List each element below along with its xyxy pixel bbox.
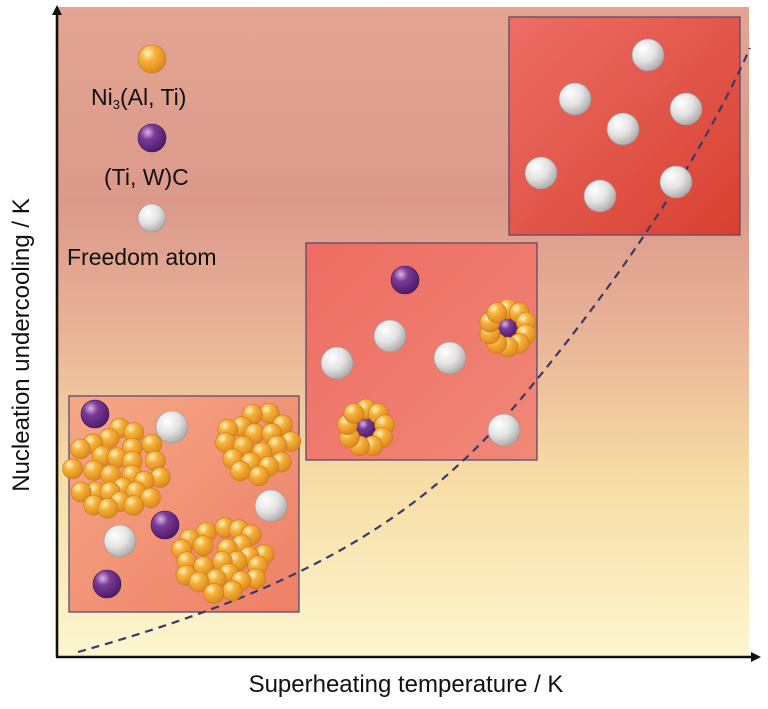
ni3-atom [70, 438, 91, 460]
legend-tiwc-atom [137, 123, 167, 153]
ni3-atom [222, 580, 243, 602]
ni3-atom [141, 433, 163, 455]
ni3-atom [203, 582, 225, 604]
free-atom [631, 38, 665, 72]
ni3-atom [192, 535, 214, 556]
ni3-atom [188, 571, 210, 593]
x-axis-title: Superheating temperature / K [248, 671, 564, 698]
legend-label-free-atom: Freedom atom [67, 244, 217, 270]
free-atom [659, 165, 693, 199]
free-atom [254, 489, 288, 523]
free-atom [320, 346, 354, 380]
free-atom [583, 179, 617, 213]
legend-free-atom [137, 203, 167, 233]
tiwc-atom [150, 510, 180, 540]
legend-label-tiwc: (Ti, W)C [104, 164, 189, 190]
free-atom [487, 413, 521, 447]
ni3-atom [123, 495, 145, 516]
ni3-atom [62, 458, 83, 480]
legend-label-ni3: Ni3(Al, Ti) [91, 84, 187, 112]
y-axis-title: Nucleation undercooling / K [8, 198, 35, 492]
free-atom [669, 92, 703, 126]
free-atom [558, 82, 592, 116]
atom-layer [62, 38, 703, 604]
trend-curve [77, 47, 752, 654]
free-atom [103, 524, 137, 558]
ni3-atom [70, 481, 92, 503]
ni3-atom [486, 302, 508, 323]
free-atom [155, 410, 189, 444]
ni3-atom [343, 403, 365, 424]
ni3-atom [230, 460, 251, 482]
free-atom [606, 112, 640, 146]
ni3-atom [248, 465, 270, 487]
tiwc-atom [80, 399, 110, 429]
free-atom [373, 319, 407, 353]
ni3-atom [97, 497, 119, 519]
tiwc-atom [92, 569, 122, 599]
free-atom [524, 156, 558, 190]
tiwc-atom [390, 265, 420, 295]
legend-ni3-atom [137, 44, 167, 74]
free-atom [433, 341, 467, 375]
